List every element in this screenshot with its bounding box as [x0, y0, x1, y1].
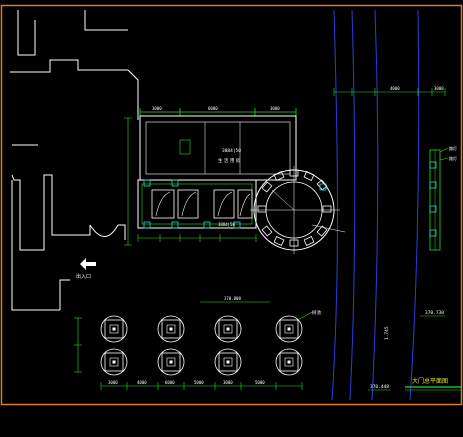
- right-note-1: 路灯: [449, 145, 457, 151]
- dim-b: 4000: [137, 380, 147, 385]
- dim-e: 3000: [223, 380, 233, 385]
- tree-bottom-dimension: [100, 382, 303, 390]
- dim-d: 5000: [194, 380, 204, 385]
- road-lines: [331, 9, 420, 401]
- tree-note-leader: [297, 311, 313, 321]
- building-dimension: 3884|50: [222, 148, 241, 154]
- tree-pit: [214, 315, 242, 343]
- level-3: 370.730: [425, 310, 444, 316]
- right-lamp-strip: [429, 147, 449, 251]
- tree-pit: [275, 315, 303, 343]
- tree-pit: [100, 315, 128, 343]
- drawing-frame: [0, 4, 463, 406]
- gate-cyan-marker: [319, 183, 327, 191]
- tree-pit: [157, 348, 185, 376]
- gate-ring-blocks: [257, 169, 332, 247]
- tree-note: 树池: [312, 309, 321, 316]
- dim-top-left: 3000: [152, 106, 162, 111]
- top-dimension: [139, 108, 297, 116]
- dim-a: 3000: [108, 380, 118, 385]
- level-2: 370.448: [370, 384, 389, 390]
- tree-pits: [100, 315, 303, 376]
- tree-pit: [214, 348, 242, 376]
- dim-top-right: 3000: [270, 106, 280, 111]
- entrance-arrow-icon: [80, 258, 96, 270]
- guard-house: [137, 179, 257, 229]
- level-1: 1.745: [384, 326, 390, 340]
- right-top-dimension: [333, 88, 446, 96]
- tree-pit: [275, 348, 303, 376]
- right-note-2: 路灯: [449, 155, 457, 161]
- tree-pit: [100, 348, 128, 376]
- right-dim-top: 4000: [390, 86, 400, 91]
- tree-left-dimension: [74, 317, 82, 373]
- guard-bottom-dimension: [137, 234, 257, 242]
- existing-building-outline: [10, 10, 139, 311]
- dim-f: 5000: [255, 380, 265, 385]
- dim-c: 6000: [165, 380, 175, 385]
- building-name: 生 活 用 房: [218, 157, 241, 164]
- court-dimension-label: 370.800: [224, 296, 241, 301]
- dim-top-mid: 6000: [208, 106, 218, 111]
- tree-pit: [157, 315, 185, 343]
- guard-dimension: 3884|50: [218, 222, 235, 227]
- right-dim-top2: 3000: [434, 86, 444, 91]
- entrance-label: 出入口: [76, 273, 91, 280]
- drawing-title: 大门总平面图: [412, 377, 448, 385]
